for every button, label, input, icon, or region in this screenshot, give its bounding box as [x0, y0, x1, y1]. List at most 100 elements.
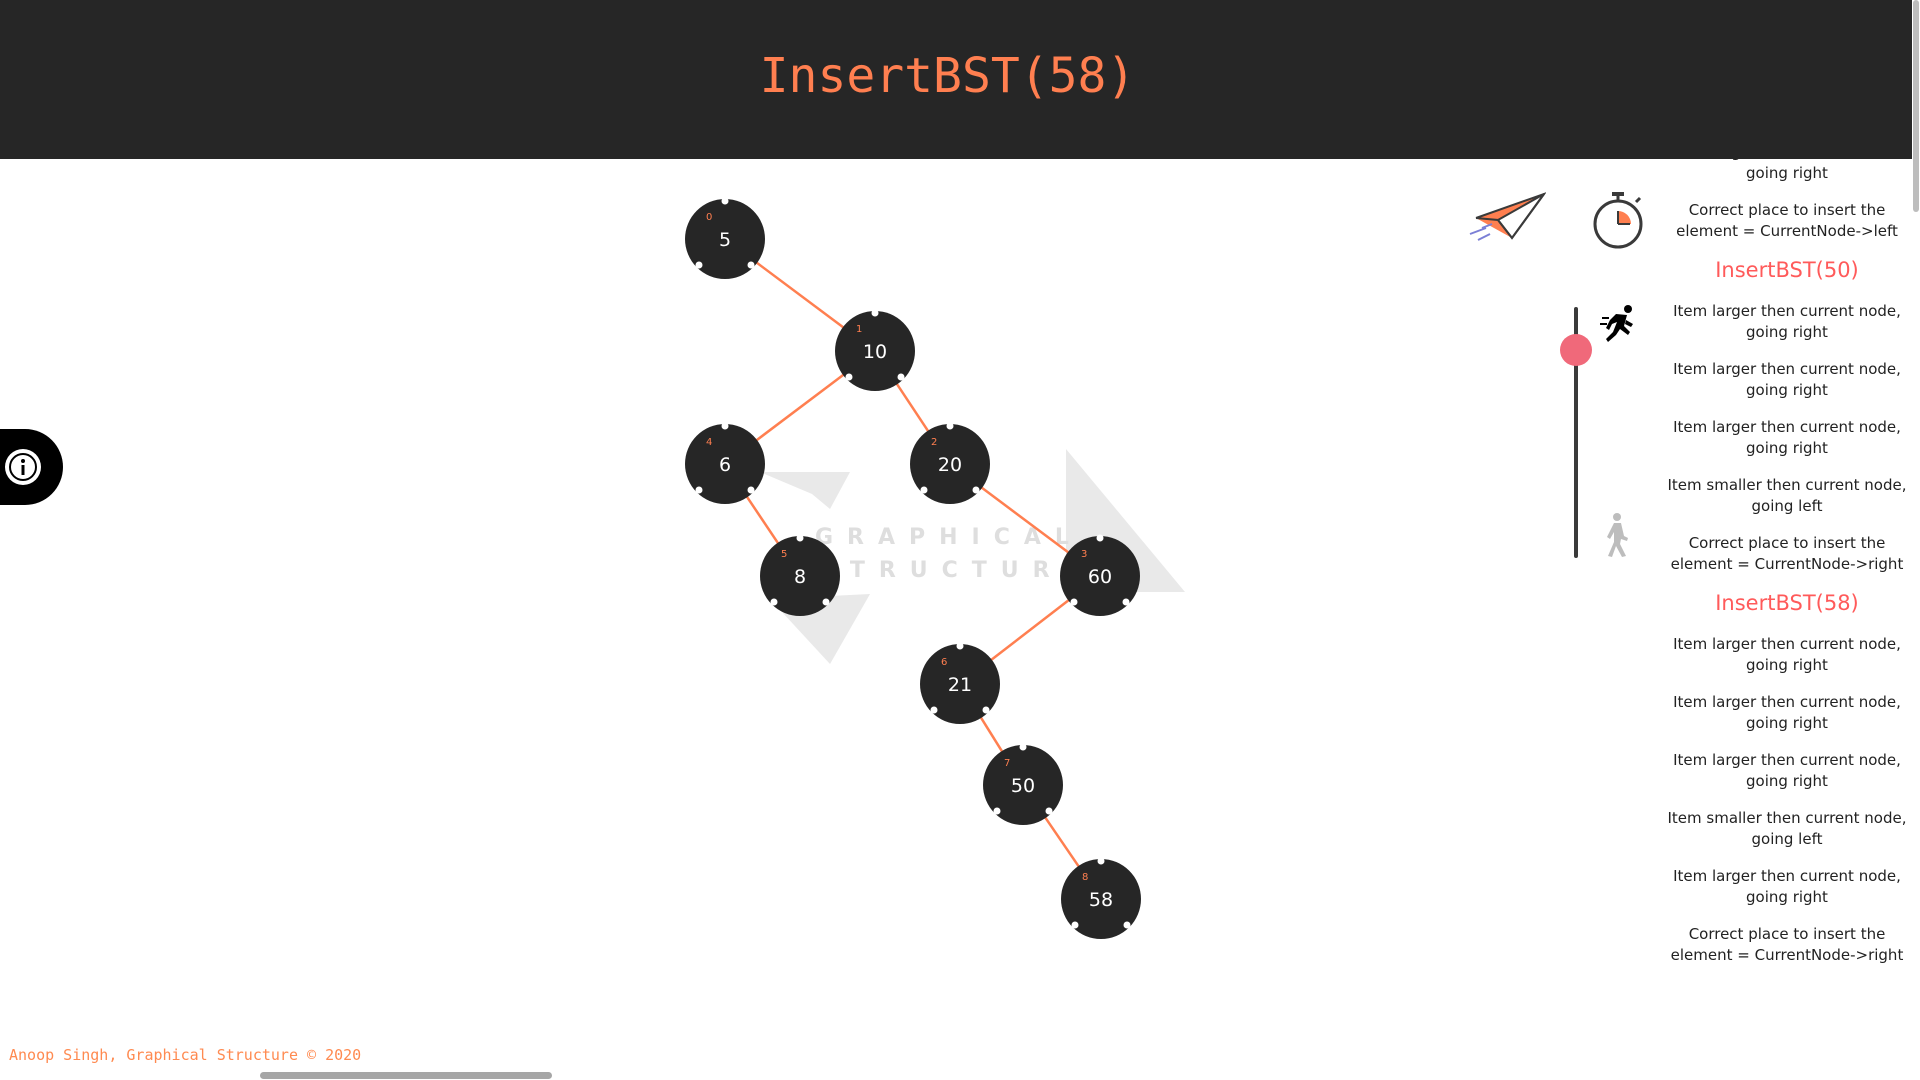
paper-plane-icon[interactable] [1468, 190, 1547, 249]
node-anchor-dot [1045, 807, 1053, 815]
node-anchor-dot [721, 422, 729, 430]
log-step: Item smaller then current node, going le… [1667, 476, 1907, 515]
tree-edge [743, 493, 782, 547]
node-index: 7 [1004, 758, 1010, 769]
node-circle [1061, 859, 1141, 939]
node-value: 21 [948, 674, 972, 696]
log-step: Item larger then current node, going rig… [1673, 159, 1901, 182]
log-heading: InsertBST(58) [1715, 591, 1859, 615]
node-anchor-dot [822, 598, 830, 606]
tree-node[interactable]: 360 [1060, 534, 1140, 617]
log-step: Item larger then current node, going rig… [1673, 635, 1901, 674]
node-anchor-dot [993, 807, 1001, 815]
node-index: 4 [706, 437, 712, 448]
node-anchor-dot [1070, 598, 1078, 606]
node-circle [910, 424, 990, 504]
horizontal-scrollbar-thumb[interactable] [260, 1072, 552, 1079]
tree-node[interactable]: 750 [983, 743, 1063, 826]
bst-canvas: GRAPHICAL STRUCTURE 05110462205836062175… [685, 197, 1185, 940]
tree-edge [753, 371, 847, 444]
node-anchor-dot [695, 261, 703, 269]
node-value: 58 [1089, 889, 1113, 911]
tree-edge [977, 713, 1006, 756]
node-anchor-dot [956, 642, 964, 650]
node-anchor-dot [982, 706, 990, 714]
log-step: Correct place to insert the element = Cu… [1676, 201, 1898, 240]
node-anchor-dot [1122, 598, 1130, 606]
tree-edge [893, 380, 932, 435]
log-heading: InsertBST(50) [1715, 258, 1859, 282]
node-value: 10 [863, 341, 887, 363]
node-anchor-dot [1019, 743, 1027, 751]
footer-credit: Anoop Singh, Graphical Structure © 2020 [9, 1046, 362, 1064]
log-step: Correct place to insert the element = Cu… [1670, 534, 1904, 573]
node-index: 1 [856, 324, 862, 335]
log-step: Item larger then current node, going rig… [1673, 751, 1901, 790]
speed-slider-knob[interactable] [1560, 333, 1592, 366]
node-anchor-dot [747, 486, 755, 494]
log-step: Correct place to insert the element = Cu… [1670, 925, 1904, 964]
tree-node[interactable]: 46 [685, 422, 765, 505]
node-value: 60 [1088, 566, 1112, 588]
tree-node[interactable]: 110 [835, 309, 915, 392]
node-anchor-dot [1123, 921, 1131, 929]
tree-node[interactable]: 05 [685, 197, 765, 280]
node-index: 6 [941, 657, 947, 668]
stopwatch-icon[interactable] [1590, 190, 1646, 255]
tree-edge [978, 484, 1072, 556]
log-step: Item larger then current node, going rig… [1673, 693, 1901, 732]
node-anchor-dot [770, 598, 778, 606]
node-index: 8 [1082, 872, 1088, 883]
node-value: 20 [938, 454, 962, 476]
watermark-line2: STRUCTURE [820, 558, 1093, 583]
node-index: 5 [781, 549, 787, 560]
walker-icon [1602, 512, 1632, 563]
node-value: 8 [794, 566, 806, 588]
node-anchor-dot [1071, 921, 1079, 929]
node-anchor-dot [1097, 857, 1105, 865]
node-circle [685, 424, 765, 504]
operation-log[interactable]: Item larger then current node, going rig… [1658, 159, 1916, 1029]
watermark-line1: GRAPHICAL [815, 525, 1083, 550]
tree-node[interactable]: 621 [920, 642, 1000, 725]
info-icon[interactable] [5, 449, 41, 485]
node-value: 5 [719, 229, 731, 251]
node-circle [835, 311, 915, 391]
header-bar: InsertBST(58) [0, 0, 1912, 159]
log-step: Item larger then current node, going rig… [1673, 360, 1901, 399]
node-index: 3 [1081, 549, 1087, 560]
node-value: 50 [1011, 775, 1035, 797]
node-circle [685, 199, 765, 279]
log-step: Item larger then current node, going rig… [1673, 302, 1901, 341]
runner-icon [1600, 304, 1638, 351]
edges [743, 259, 1082, 870]
node-circle [983, 745, 1063, 825]
node-anchor-dot [897, 373, 905, 381]
node-index: 0 [706, 212, 712, 223]
tree-edge [753, 259, 847, 331]
vertical-scrollbar-thumb[interactable] [1913, 0, 1919, 212]
node-value: 6 [719, 454, 731, 476]
node-index: 2 [931, 437, 937, 448]
node-anchor-dot [946, 422, 954, 430]
node-anchor-dot [845, 373, 853, 381]
node-anchor-dot [695, 486, 703, 494]
node-anchor-dot [747, 261, 755, 269]
node-circle [1060, 536, 1140, 616]
node-anchor-dot [930, 706, 938, 714]
node-anchor-dot [796, 534, 804, 542]
vertical-scrollbar[interactable] [1912, 0, 1920, 1080]
node-anchor-dot [721, 197, 729, 205]
tree-node[interactable]: 220 [910, 422, 990, 505]
page-title: InsertBST(58) [759, 48, 1136, 104]
speed-slider[interactable] [1574, 307, 1578, 558]
node-anchor-dot [920, 486, 928, 494]
node-anchor-dot [1096, 534, 1104, 542]
node-anchor-dot [972, 486, 980, 494]
tree-edge [987, 596, 1073, 664]
node-circle [760, 536, 840, 616]
tree-node[interactable]: 58 [760, 534, 840, 617]
tree-node[interactable]: 858 [1061, 857, 1141, 940]
node-anchor-dot [871, 309, 879, 317]
